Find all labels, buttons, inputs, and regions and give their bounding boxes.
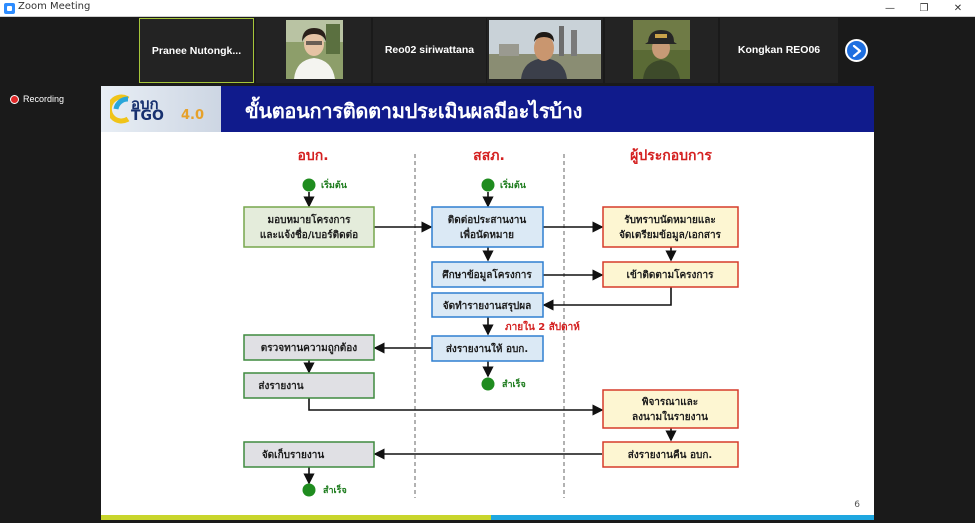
participant-video	[489, 20, 601, 79]
deadline-note: ภายใน 2 สัปดาห์	[505, 320, 580, 333]
slide-title: ขั้นตอนการติดตามประเมินผลมีอะไรบ้าง	[245, 99, 583, 123]
participant-name: Pranee Nutongk...	[151, 45, 242, 57]
svg-text:มอบหมายโครงการ: มอบหมายโครงการ	[268, 213, 352, 226]
participant-tile[interactable]: Reo02 siriwattana	[373, 18, 486, 83]
svg-text:ลงนามในรายงาน: ลงนามในรายงาน	[632, 410, 708, 423]
svg-text:และแจ้งชื่อ/เบอร์ติดต่อ: และแจ้งชื่อ/เบอร์ติดต่อ	[260, 227, 358, 241]
shared-screen-slide: อบก TGO 4.0 ขั้นตอนการติดตามประเมินผลมีอ…	[101, 86, 874, 520]
end-node	[302, 483, 316, 497]
flow-box-consider: พิจารณาและ ลงนามในรายงาน	[602, 389, 739, 429]
flow-box-summary: จัดทำรายงานสรุปผล	[431, 292, 544, 318]
logo-text-tgo: TGO	[131, 108, 164, 124]
svg-text:ศึกษาข้อมูลโครงการ: ศึกษาข้อมูลโครงการ	[442, 268, 532, 282]
start-label: เริ่มต้น	[321, 178, 348, 191]
lane-header-tgo: อบก.	[297, 148, 328, 164]
logo-version: 4.0	[181, 108, 205, 123]
chevron-right-icon	[852, 45, 862, 57]
svg-text:ตรวจทานความถูกต้อง: ตรวจทานความถูกต้อง	[261, 342, 358, 355]
flow-box-return: ส่งรายงานคืน อบก.	[602, 441, 739, 468]
window-title: Zoom Meeting	[18, 1, 91, 12]
minimize-button[interactable]: —	[885, 3, 895, 14]
window-controls: — ❐ ✕	[873, 0, 975, 17]
svg-text:ส่งรายงานคืน อบก.: ส่งรายงานคืน อบก.	[628, 449, 712, 461]
gallery-next-button[interactable]	[845, 39, 868, 62]
start-node	[302, 178, 316, 192]
slide-footer-bar	[491, 515, 874, 520]
participant-tile[interactable]: Kongkan REO06	[720, 18, 838, 83]
participant-name: Kongkan REO06	[737, 44, 821, 56]
flow-box-file: จัดเก็บรายงาน	[243, 441, 375, 468]
lane-header-operator: ผู้ประกอบการ	[630, 148, 712, 164]
zoom-app-icon	[4, 3, 15, 14]
svg-text:เพื่อนัดหมาย: เพื่อนัดหมาย	[460, 227, 514, 241]
flow-box-send-report: ส่งรายงาน	[243, 372, 375, 399]
logo-text-thai: อบก	[131, 95, 159, 113]
slide-header: อบก TGO 4.0 ขั้นตอนการติดตามประเมินผลมีอ…	[101, 86, 874, 132]
recording-label: Recording	[23, 94, 65, 104]
svg-text:จัดทำรายงานสรุปผล: จัดทำรายงานสรุปผล	[443, 300, 532, 312]
svg-text:จัดเก็บรายงาน: จัดเก็บรายงาน	[262, 447, 325, 461]
participant-tile[interactable]	[256, 18, 371, 83]
svg-text:พิจารณาและ: พิจารณาและ	[642, 396, 698, 408]
close-button[interactable]: ✕	[953, 3, 963, 14]
title-bar: Zoom Meeting — ❐ ✕	[0, 0, 975, 17]
slide-page-number: 6	[854, 500, 860, 510]
start-node	[481, 178, 495, 192]
maximize-button[interactable]: ❐	[919, 3, 929, 14]
end-label: สำเร็จ	[502, 377, 526, 390]
flow-box-send-tgo: ส่งรายงานให้ อบก.	[431, 335, 544, 362]
record-icon	[10, 94, 19, 104]
participant-tile[interactable]	[605, 18, 718, 83]
end-label: สำเร็จ	[323, 483, 347, 496]
svg-text:จัดเตรียมข้อมูล/เอกสาร: จัดเตรียมข้อมูล/เอกสาร	[619, 229, 721, 242]
svg-text:เข้าติดตามโครงการ: เข้าติดตามโครงการ	[627, 268, 715, 281]
recording-indicator[interactable]: Recording	[10, 94, 64, 104]
end-node	[481, 377, 495, 391]
participant-tile[interactable]: Pranee Nutongk...	[139, 18, 254, 83]
tgo-logo: อบก TGO 4.0	[101, 86, 221, 132]
svg-text:ส่งรายงานให้ อบก.: ส่งรายงานให้ อบก.	[446, 342, 528, 355]
svg-text:รับทราบนัดหมายและ: รับทราบนัดหมายและ	[624, 214, 716, 226]
slide-footer-bar	[101, 515, 491, 520]
participant-tile[interactable]	[487, 18, 603, 83]
svg-text:ติดต่อประสานงาน: ติดต่อประสานงาน	[448, 214, 527, 226]
participant-video	[286, 20, 343, 79]
participant-video	[633, 20, 690, 79]
gallery-strip: Pranee Nutongk... Reo02 siriwattana	[0, 17, 975, 85]
lane-header-reo: สสภ.	[473, 148, 505, 164]
logo-ring-icon	[110, 94, 130, 124]
flow-box-visit: เข้าติดตามโครงการ	[602, 261, 739, 288]
flowchart: อบก. สสภ. ผู้ประกอบการ เริ่มต้น เริ่มต้น	[243, 148, 739, 498]
participant-name: Reo02 siriwattana	[384, 44, 475, 56]
flow-box-coordinate: ติดต่อประสานงาน เพื่อนัดหมาย	[431, 206, 544, 248]
flow-box-verify: ตรวจทานความถูกต้อง	[243, 334, 375, 361]
svg-text:ส่งรายงาน: ส่งรายงาน	[258, 380, 303, 392]
flow-box-assign: มอบหมายโครงการ และแจ้งชื่อ/เบอร์ติดต่อ	[243, 206, 375, 248]
flow-box-study: ศึกษาข้อมูลโครงการ	[431, 261, 544, 288]
start-label: เริ่มต้น	[500, 178, 527, 191]
flow-box-receive: รับทราบนัดหมายและ จัดเตรียมข้อมูล/เอกสาร	[602, 206, 739, 248]
